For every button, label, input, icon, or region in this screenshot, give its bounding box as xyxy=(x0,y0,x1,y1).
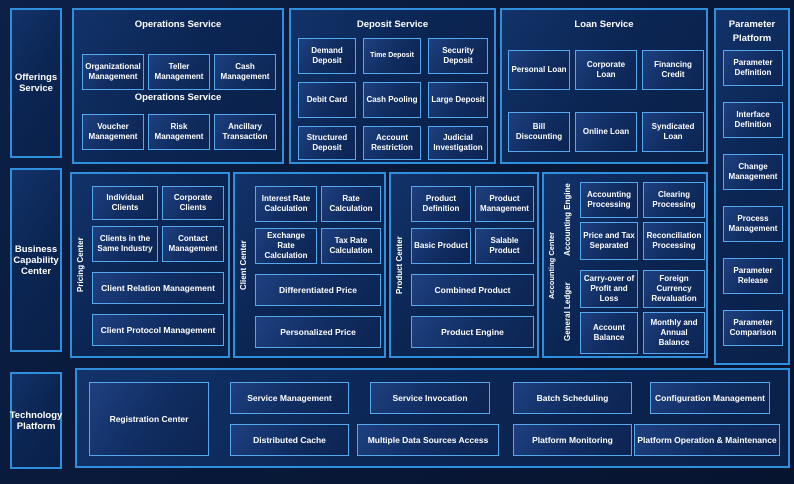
node-parameter-comparison: Parameter Comparison xyxy=(723,310,783,346)
node-interest-rate-calculation: Interest Rate Calculation xyxy=(255,186,317,222)
sidebar-business-capability-center: Business Capability Center xyxy=(10,168,62,352)
node-account-balance: Account Balance xyxy=(580,312,638,354)
client-center-label: Client Center xyxy=(239,240,248,290)
deposit-service-title: Deposit Service xyxy=(356,19,429,30)
node-monthly-annual-balance: Monthly and Annual Balance xyxy=(643,312,705,354)
node-batch-scheduling: Batch Scheduling xyxy=(513,382,632,414)
deposit-service-panel: Deposit Service Demand Deposit Time Depo… xyxy=(289,8,496,164)
node-personalized-price: Personalized Price xyxy=(255,316,381,348)
node-registration-center: Registration Center xyxy=(89,382,209,456)
node-structured-deposit: Structured Deposit xyxy=(298,126,356,160)
parameter-platform-panel: Parameter Platform Parameter Definition … xyxy=(714,8,790,365)
node-contact-management: Contact Management xyxy=(162,226,224,262)
pricing-center-panel: Pricing Center Individual Clients Corpor… xyxy=(70,172,230,358)
node-individual-clients: Individual Clients xyxy=(92,186,158,220)
node-service-invocation: Service Invocation xyxy=(370,382,490,414)
node-salable-product: Salable Product xyxy=(475,228,534,264)
node-parameter-release: Parameter Release xyxy=(723,258,783,294)
node-client-protocol-management: Client Protocol Management xyxy=(92,314,224,346)
node-product-management: Product Management xyxy=(475,186,534,222)
node-interface-definition: Interface Definition xyxy=(723,102,783,138)
node-security-deposit: Security Deposit xyxy=(428,38,488,74)
node-multiple-data-sources-access: Multiple Data Sources Access xyxy=(357,424,499,456)
node-carry-over-profit-loss: Carry-over of Profit and Loss xyxy=(580,270,638,308)
loan-service-panel: Loan Service Personal Loan Corporate Loa… xyxy=(500,8,708,164)
client-center-panel: Client Center Interest Rate Calculation … xyxy=(233,172,386,358)
node-syndicated-loan: Syndicated Loan xyxy=(642,112,704,152)
node-product-engine: Product Engine xyxy=(411,316,534,348)
node-voucher-management: Voucher Management xyxy=(82,114,144,150)
product-center-label: Product Center xyxy=(395,236,404,294)
node-ancillary-transaction: Ancillary Transaction xyxy=(214,114,276,150)
node-configuration-management: Configuration Management xyxy=(650,382,770,414)
operations-service-subtitle: Operations Service xyxy=(134,92,222,103)
node-cash-pooling: Cash Pooling xyxy=(363,82,421,118)
node-reconciliation-processing: Reconciliation Processing xyxy=(643,222,705,260)
node-client-relation-management: Client Relation Management xyxy=(92,272,224,304)
node-large-deposit: Large Deposit xyxy=(428,82,488,118)
node-judicial-investigation: Judicial Investigation xyxy=(428,126,488,160)
sidebar-offerings-service: Offerings Service xyxy=(10,8,62,158)
node-price-and-tax-separated: Price and Tax Separated xyxy=(580,222,638,260)
node-tax-rate-calculation: Tax Rate Calculation xyxy=(321,228,381,264)
node-distributed-cache: Distributed Cache xyxy=(230,424,349,456)
operations-service-panel: Operations Service Organizational Manage… xyxy=(72,8,284,164)
node-parameter-definition: Parameter Definition xyxy=(723,50,783,86)
node-accounting-processing: Accounting Processing xyxy=(580,182,638,218)
node-clearing-processing: Clearing Processing xyxy=(643,182,705,218)
product-center-panel: Product Center Product Definition Produc… xyxy=(389,172,539,358)
loan-service-title: Loan Service xyxy=(574,19,634,30)
node-financing-credit: Financing Credit xyxy=(642,50,704,90)
node-corporate-loan: Corporate Loan xyxy=(575,50,637,90)
node-demand-deposit: Demand Deposit xyxy=(298,38,356,74)
node-bill-discounting: Bill Discounting xyxy=(508,112,570,152)
node-online-loan: Online Loan xyxy=(575,112,637,152)
node-foreign-currency-revaluation: Foreign Currency Revaluation xyxy=(643,270,705,308)
node-clients-same-industry: Clients in the Same Industry xyxy=(92,226,158,262)
node-exchange-rate-calculation: Exchange Rate Calculation xyxy=(255,228,317,264)
node-personal-loan: Personal Loan xyxy=(508,50,570,90)
node-cash-management: Cash Management xyxy=(214,54,276,90)
node-change-management: Change Management xyxy=(723,154,783,190)
node-account-restriction: Account Restriction xyxy=(363,126,421,160)
node-organizational-management: Organizational Management xyxy=(82,54,144,90)
node-product-definition: Product Definition xyxy=(411,186,471,222)
node-time-deposit: Time Deposit xyxy=(363,38,421,74)
node-debit-card: Debit Card xyxy=(298,82,356,118)
node-risk-management: Risk Management xyxy=(148,114,210,150)
node-platform-operation-maintenance: Platform Operation & Maintenance xyxy=(634,424,780,456)
operations-service-title: Operations Service xyxy=(134,19,222,30)
pricing-center-label: Pricing Center xyxy=(76,237,85,293)
accounting-engine-label: Accounting Engine xyxy=(563,183,572,257)
accounting-center-label: Accounting Center xyxy=(546,231,556,299)
sidebar-technology-platform: Technology Platform xyxy=(10,372,62,469)
node-platform-monitoring: Platform Monitoring xyxy=(513,424,632,456)
technology-platform-panel: Registration Center Service Management S… xyxy=(75,368,790,468)
node-teller-management: Teller Management xyxy=(148,54,210,90)
node-differentiated-price: Differentiated Price xyxy=(255,274,381,306)
parameter-platform-title: Parameter Platform xyxy=(728,19,776,45)
accounting-center-panel: Accounting Center Accounting Engine Gene… xyxy=(542,172,708,358)
node-basic-product: Basic Product xyxy=(411,228,471,264)
node-process-management: Process Management xyxy=(723,206,783,242)
node-service-management: Service Management xyxy=(230,382,349,414)
node-combined-product: Combined Product xyxy=(411,274,534,306)
general-ledger-label: General Ledger xyxy=(563,282,572,342)
node-corporate-clients: Corporate Clients xyxy=(162,186,224,220)
node-rate-calculation: Rate Calculation xyxy=(321,186,381,222)
